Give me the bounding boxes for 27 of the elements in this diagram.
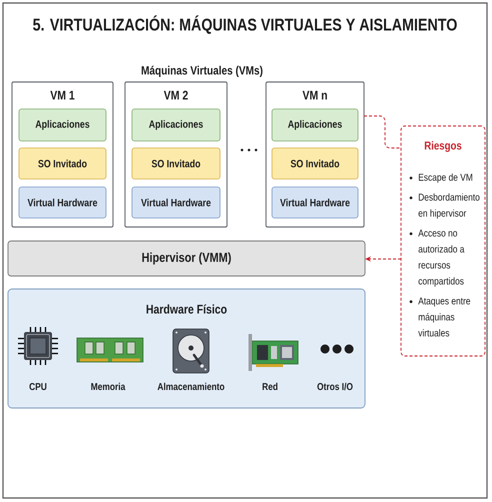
layer-box: SO Invitado bbox=[132, 148, 220, 180]
layer-box: Virtual Hardware bbox=[272, 186, 358, 218]
box-heading: VM 1 bbox=[50, 90, 74, 100]
list-item: Escape de VM bbox=[418, 173, 472, 183]
layer-box: Aplicaciones bbox=[18, 108, 106, 142]
list-item: Desbordamiento en hipervisor bbox=[418, 193, 480, 219]
title: 5. VIRTUALIZACIÓN: MÁQUINAS VIRTUALES Y AISLAMIENTO bbox=[33, 15, 457, 34]
layer-box: Aplicaciones bbox=[132, 108, 220, 142]
box-heading: Hardware Físico bbox=[146, 304, 227, 314]
hypervisor-bar: Hipervisor (VMM) bbox=[8, 240, 366, 276]
layer-box: SO Invitado bbox=[272, 148, 358, 180]
layer-box: SO Invitado bbox=[18, 148, 106, 180]
list-item: Ataques entre máquinas virtuales bbox=[418, 298, 470, 336]
caption: CPU bbox=[29, 383, 46, 390]
group-heading: Máquinas Virtuales (VMs) bbox=[142, 66, 262, 77]
layer-box: Virtual Hardware bbox=[132, 186, 220, 218]
box-heading: VM 2 bbox=[164, 90, 188, 100]
caption: Otros I/O bbox=[317, 382, 353, 390]
box-heading: VM n bbox=[302, 90, 327, 100]
box-heading: Riesgos bbox=[424, 141, 462, 152]
caption: Red bbox=[262, 382, 278, 390]
caption: Almacenamiento bbox=[158, 382, 224, 390]
layer-box: Virtual Hardware bbox=[18, 186, 106, 218]
connector-line bbox=[364, 116, 402, 148]
caption: Memoria bbox=[91, 382, 126, 390]
layer-box: Aplicaciones bbox=[272, 108, 358, 142]
list-item: Acceso no autorizado a recursos compartidos bbox=[418, 230, 464, 287]
